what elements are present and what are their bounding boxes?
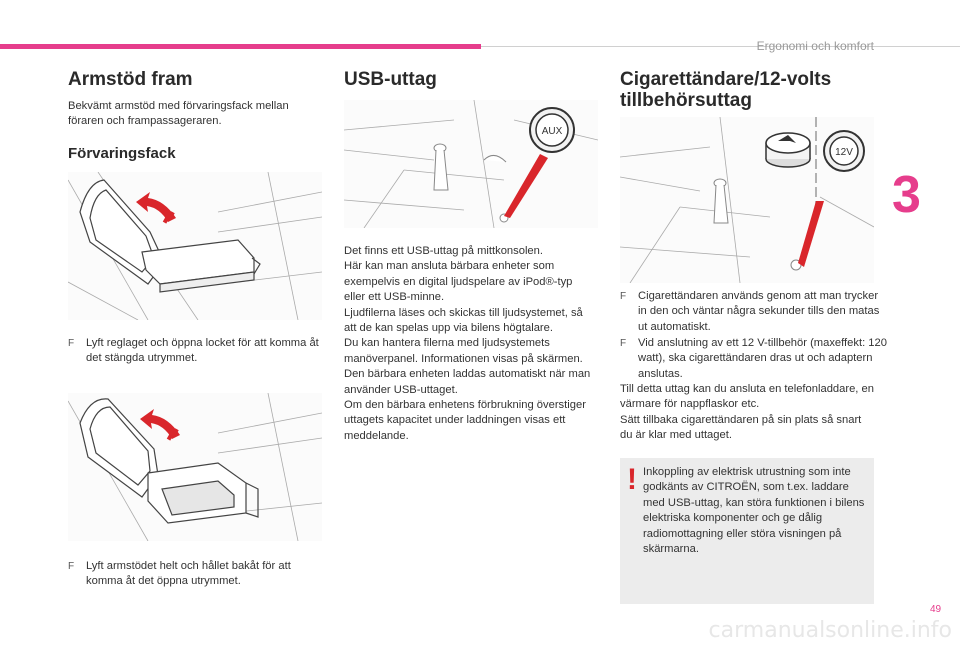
armrest-step-2: F Lyft armstödet helt och hållet bakåt f… xyxy=(68,559,330,590)
lighter-plug-icon xyxy=(765,132,811,168)
armrest-intro: Bekvämt armstöd med förvaringsfack mella… xyxy=(68,100,289,128)
cigar-title: Cigarettändare/12-volts tillbehörsuttag xyxy=(620,69,832,111)
page-number: 49 xyxy=(930,604,942,615)
warning-box: ! Inkoppling av elektrisk utrustning som… xyxy=(620,458,874,604)
armrest-raised-figure xyxy=(68,393,322,541)
cigar-body: Till detta uttag kan du ansluta en telef… xyxy=(620,383,874,442)
lift-arrow-icon xyxy=(140,409,180,441)
armrest-step-2-text: Lyft armstödet helt och hållet bakåt för… xyxy=(86,560,291,588)
aux-label: AUX xyxy=(542,126,563,137)
12v-socket-icon: 12V xyxy=(823,130,865,172)
armrest-step-1-text: Lyft reglaget och öppna locket för att k… xyxy=(86,337,319,365)
cigar-bullet-1-text: Cigarettändaren används genom att man tr… xyxy=(638,290,880,333)
header-rule xyxy=(481,46,960,47)
12v-label: 12V xyxy=(835,147,853,158)
armrest-step-1: F Lyft reglaget och öppna locket för att… xyxy=(68,336,326,367)
cigar-bullet-1: F Cigarettändaren används genom att man … xyxy=(620,289,888,335)
warning-text: Inkoppling av elektrisk utrustning som i… xyxy=(643,466,865,556)
section-title: Ergonomi och komfort xyxy=(756,39,874,53)
warning-icon: ! xyxy=(627,463,637,496)
usb-socket-figure: AUX xyxy=(344,100,598,228)
watermark: carmanualsonline.info xyxy=(708,618,952,643)
cigar-bullet-2-text: Vid anslutning av ett 12 V-tillbehör (ma… xyxy=(638,337,887,380)
bullet-marker: F xyxy=(620,338,627,349)
bullet-marker: F xyxy=(68,338,75,349)
lift-arrow-icon xyxy=(136,192,176,224)
bullet-marker: F xyxy=(620,291,627,302)
usb-title: USB-uttag xyxy=(344,69,437,90)
pointer-arrow-icon xyxy=(798,201,824,267)
armrest-lid-figure xyxy=(68,172,322,320)
bullet-marker: F xyxy=(68,561,75,572)
cigar-lighter-figure: 12V xyxy=(620,117,874,283)
aux-socket-icon: AUX xyxy=(529,107,575,153)
chapter-number: 3 xyxy=(892,166,921,224)
cigar-bullet-2: F Vid anslutning av ett 12 V-tillbehör (… xyxy=(620,336,888,382)
usb-body: Det finns ett USB-uttag på mittkonsolen.… xyxy=(344,245,591,442)
pointer-arrow-icon xyxy=(504,154,548,218)
armrest-title: Armstöd fram xyxy=(68,69,193,90)
storage-title: Förvaringsfack xyxy=(68,145,176,162)
accent-bar xyxy=(0,44,481,49)
